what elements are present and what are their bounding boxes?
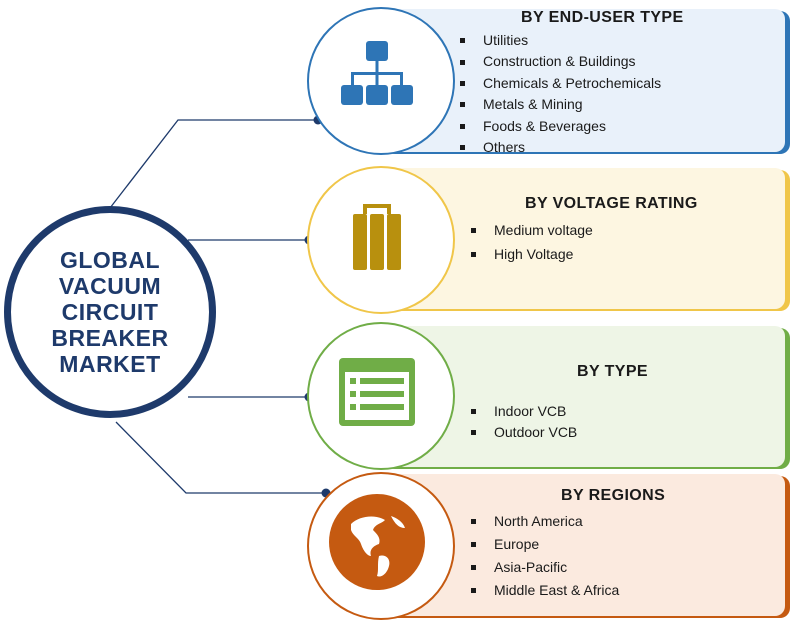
list-item: Chemicals & Petrochemicals: [458, 73, 661, 94]
hub-line: BREAKER: [51, 325, 169, 351]
list-regions: North America Europe Asia-Pacific Middle…: [469, 510, 619, 602]
hub-line: MARKET: [59, 351, 161, 377]
list-item: Construction & Buildings: [458, 51, 661, 72]
globe-icon: [329, 494, 425, 590]
connector-end-user: [109, 119, 318, 209]
badge-regions: [307, 472, 455, 620]
list-item: Foods & Beverages: [458, 116, 661, 137]
list-item: Indoor VCB: [469, 401, 577, 422]
badge-end-user: [307, 7, 455, 155]
hub-line: VACUUM: [58, 273, 162, 299]
list-item: Outdoor VCB: [469, 422, 577, 443]
panel-title-voltage: BY VOLTAGE RATING: [525, 195, 698, 212]
briefcase-icon: [329, 188, 425, 284]
hub-title: GLOBAL VACUUM CIRCUIT BREAKER MARKET: [51, 247, 168, 377]
list-item: Others: [458, 137, 661, 158]
list-type: Indoor VCB Outdoor VCB: [469, 401, 577, 443]
hierarchy-icon: [329, 29, 425, 125]
connector-regions: [115, 421, 326, 494]
list-item: Utilities: [458, 30, 661, 51]
list-item: Europe: [469, 533, 619, 556]
list-window-icon: [329, 344, 425, 440]
panel-title-regions: BY REGIONS: [561, 487, 666, 504]
panel-title-end-user: BY END-USER TYPE: [521, 9, 684, 26]
panel-title-type: BY TYPE: [577, 363, 648, 380]
list-end-user: Utilities Construction & Buildings Chemi…: [458, 30, 661, 158]
list-item: North America: [469, 510, 619, 533]
list-item: Medium voltage: [469, 218, 593, 242]
list-voltage: Medium voltage High Voltage: [469, 218, 593, 266]
list-item: High Voltage: [469, 242, 593, 266]
hub-line: CIRCUIT: [61, 299, 159, 325]
panel-end-user: BY END-USER TYPE Utilities Construction …: [385, 9, 785, 155]
list-item: Middle East & Africa: [469, 579, 619, 602]
list-item: Asia-Pacific: [469, 556, 619, 579]
list-item: Metals & Mining: [458, 94, 661, 115]
hub-line: GLOBAL: [59, 247, 161, 273]
badge-type: [307, 322, 455, 470]
hub-circle: GLOBAL VACUUM CIRCUIT BREAKER MARKET: [4, 206, 216, 418]
badge-voltage: [307, 166, 455, 314]
